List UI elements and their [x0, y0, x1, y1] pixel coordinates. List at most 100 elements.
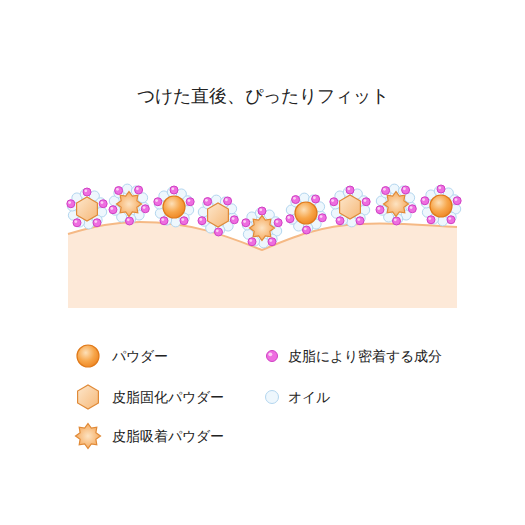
adhesion-ingredient	[421, 197, 429, 205]
adhesion-ingredient	[73, 219, 81, 227]
highlight	[116, 188, 119, 191]
adhesion-ingredient	[302, 226, 310, 234]
adhesion-ingredient	[258, 207, 266, 215]
highlight	[199, 218, 202, 221]
sebum-absorbing-powder	[384, 192, 409, 217]
highlight	[347, 187, 350, 190]
adhesion-ingredient	[382, 187, 390, 195]
adhesion-ingredient	[99, 200, 107, 208]
adhesion-ingredient	[336, 217, 344, 225]
adhesion-ingredient	[170, 186, 178, 194]
highlight	[268, 352, 272, 356]
adhesion-ingredient	[376, 206, 384, 214]
highlight	[313, 196, 316, 199]
adhesion-ingredient	[318, 214, 326, 222]
adhesion-ingredient	[141, 205, 149, 213]
highlight	[422, 198, 425, 201]
highlight	[216, 229, 219, 232]
highlight	[74, 220, 77, 223]
adhesion-ingredient	[115, 187, 123, 195]
adhesion-ingredient	[224, 197, 232, 205]
highlight	[84, 189, 87, 192]
adhesion-ingredient	[312, 195, 320, 203]
adhesion-ingredient	[67, 200, 75, 208]
highlight	[377, 207, 380, 210]
oil	[389, 184, 399, 194]
adhesion-ingredient	[154, 198, 162, 206]
powder	[430, 195, 452, 217]
highlight	[364, 199, 367, 202]
oil	[266, 391, 279, 404]
adhesion-ingredient	[230, 216, 238, 224]
sebum-solidifying-powder	[77, 197, 98, 221]
adhesion-ingredient	[286, 215, 294, 223]
adhesion-ingredient	[214, 228, 222, 236]
sebum-solidifying-powder	[78, 385, 99, 409]
adhesion-ingredient	[268, 238, 276, 246]
highlight	[410, 206, 413, 209]
adhesion-ingredient	[109, 206, 117, 214]
sebum-absorbing-powder	[117, 192, 142, 217]
legend-label: オイル	[288, 388, 330, 406]
powder	[295, 202, 317, 224]
highlight	[293, 197, 296, 200]
adhesion-ingredient	[292, 196, 300, 204]
highlight	[438, 186, 441, 189]
sebum-solidifying-powder	[340, 195, 361, 219]
highlight	[269, 239, 272, 242]
highlight	[337, 218, 340, 221]
highlight	[188, 199, 191, 202]
adhesion-ingredient	[447, 216, 455, 224]
adhesion-ingredient	[267, 351, 278, 362]
adhesion-ingredient	[330, 198, 338, 206]
powder	[77, 345, 99, 367]
title: つけた直後、ぴったりフィット	[0, 84, 525, 108]
adhesion-ingredient	[242, 219, 250, 227]
adhesion-ingredient	[362, 198, 370, 206]
legend-label: 皮脂により密着する成分	[288, 347, 442, 365]
legend-icons	[76, 345, 279, 449]
powder	[163, 196, 185, 218]
adhesion-ingredient	[392, 217, 400, 225]
particle-layer	[67, 184, 461, 248]
highlight	[357, 218, 360, 221]
highlight	[259, 208, 262, 211]
highlight	[455, 198, 458, 201]
adhesion-ingredient	[274, 219, 282, 227]
adhesion-ingredient	[248, 238, 256, 246]
oil	[259, 238, 269, 248]
highlight	[155, 199, 158, 202]
highlight	[320, 215, 323, 218]
adhesion-ingredient	[408, 205, 416, 213]
adhesion-ingredient	[198, 217, 206, 225]
highlight	[205, 199, 208, 202]
adhesion-ingredient	[356, 217, 364, 225]
highlight	[101, 201, 104, 204]
highlight	[127, 218, 130, 221]
highlight	[243, 220, 246, 223]
highlight	[304, 227, 307, 230]
highlight	[225, 198, 228, 201]
highlight	[383, 188, 386, 191]
highlight	[403, 187, 406, 190]
adhesion-ingredient	[437, 185, 445, 193]
highlight	[232, 217, 235, 220]
highlight	[287, 216, 290, 219]
adhesion-ingredient	[160, 217, 168, 225]
adhesion-ingredient	[93, 219, 101, 227]
highlight	[394, 218, 397, 221]
adhesion-ingredient	[427, 216, 435, 224]
legend-label: 皮脂吸着パウダー	[112, 427, 224, 445]
highlight	[94, 220, 97, 223]
adhesion-ingredient	[204, 198, 212, 206]
legend-label: パウダー	[112, 347, 168, 365]
adhesion-ingredient	[180, 217, 188, 225]
adhesion-ingredient	[186, 198, 194, 206]
highlight	[171, 187, 174, 190]
highlight	[143, 206, 146, 209]
highlight	[276, 220, 279, 223]
highlight	[136, 187, 139, 190]
oil	[122, 184, 132, 194]
sebum-absorbing-powder	[250, 216, 275, 241]
